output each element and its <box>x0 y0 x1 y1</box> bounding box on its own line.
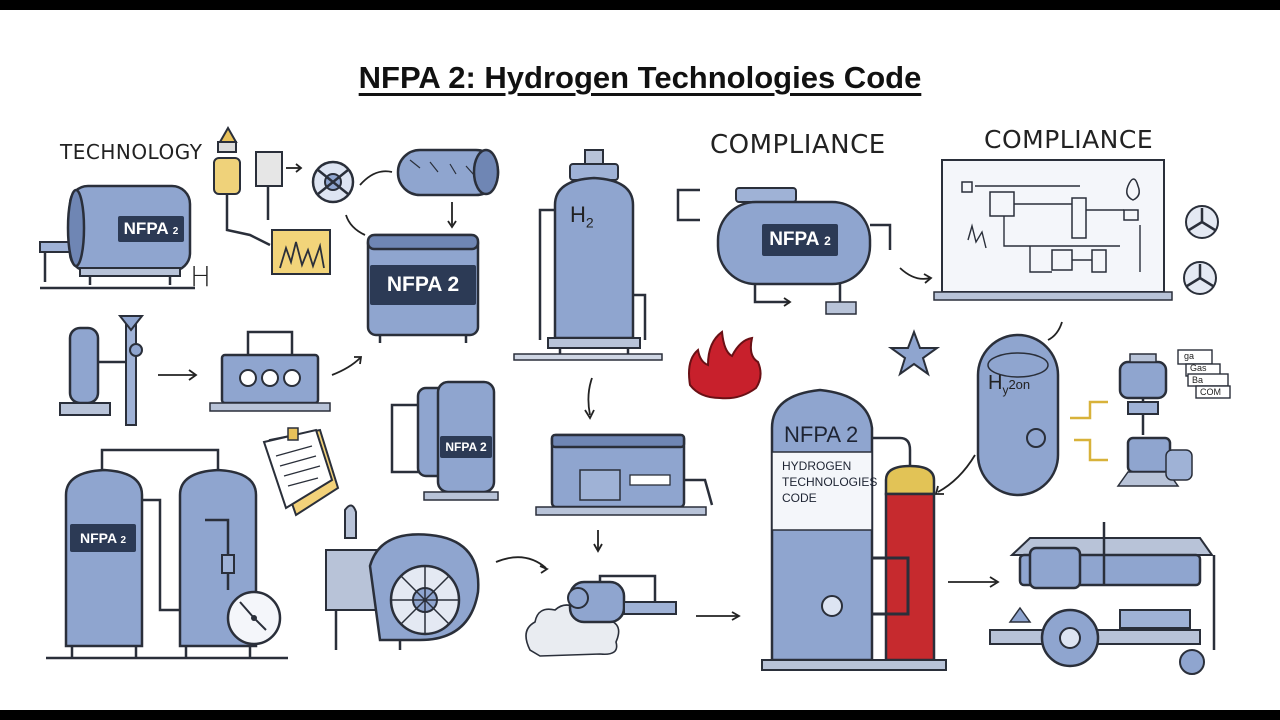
badge-tank-bottom-left: NFPA 2 <box>70 524 136 552</box>
diagram-title: NFPA 2: Hydrogen Technologies Code <box>358 60 922 95</box>
hydrogen-storage-tower <box>513 149 663 361</box>
diagram-canvas: NFPA 2: Hydrogen Technologies Code TECHN… <box>0 10 1280 710</box>
mobile-cart-unit <box>989 522 1216 675</box>
gauge-icon <box>226 590 282 646</box>
label-htc-line: TECHNOLOGIES <box>782 475 878 489</box>
panel-tag: Ba <box>1192 375 1204 385</box>
badge-compliance-tank: NFPA 2 <box>762 224 838 256</box>
gauge-panel <box>209 330 331 412</box>
label-big-tower: NFPA 2 <box>784 422 859 447</box>
panel-tag: Gas <box>1190 363 1207 373</box>
equipment-illustration <box>39 125 1231 675</box>
valve-wheel-icon <box>311 160 355 204</box>
hydrogen-capsule-tank <box>976 333 1060 497</box>
label-h-mark: H <box>190 260 212 293</box>
badge-box-center: NFPA 2 <box>370 265 476 305</box>
valve-wheel-icon <box>1183 205 1219 295</box>
control-unit <box>535 433 714 516</box>
label-compliance-right: COMPLIANCE <box>984 125 1154 154</box>
label-htc-line: CODE <box>782 491 817 505</box>
panel-tag: ga <box>1184 351 1195 361</box>
label-tags <box>1177 349 1231 399</box>
main-hydrogen-tower <box>761 388 947 671</box>
blower-fan <box>325 504 480 650</box>
schematic-monitor <box>933 159 1173 301</box>
label-compliance-left: COMPLIANCE <box>710 130 886 160</box>
compressor-unit <box>1116 353 1193 487</box>
pump-assembly <box>525 574 677 657</box>
label-hydrogen-technologies-code: HYDROGEN TECHNOLOGIES CODE <box>782 458 877 506</box>
label-h2-tower: H2 <box>570 202 594 231</box>
valve-column <box>59 315 145 426</box>
label-htc-line: HYDROGEN <box>782 459 852 473</box>
flame-icon <box>688 330 762 400</box>
label-technology: TECHNOLOGY <box>60 140 203 164</box>
document-icon <box>262 427 340 517</box>
horizontal-tank-left <box>39 184 195 290</box>
flame-chart-panel <box>271 229 331 275</box>
probe-assembly <box>213 125 303 247</box>
badge-tank-left: NFPA 2 <box>118 216 184 242</box>
badge-cabinet: NFPA 2 <box>440 436 492 458</box>
cylinder-horizontal-top <box>396 148 500 197</box>
star-icon <box>887 329 941 377</box>
panel-tag: COM <box>1200 387 1221 397</box>
label-h2on: Hy2on <box>988 372 1031 397</box>
